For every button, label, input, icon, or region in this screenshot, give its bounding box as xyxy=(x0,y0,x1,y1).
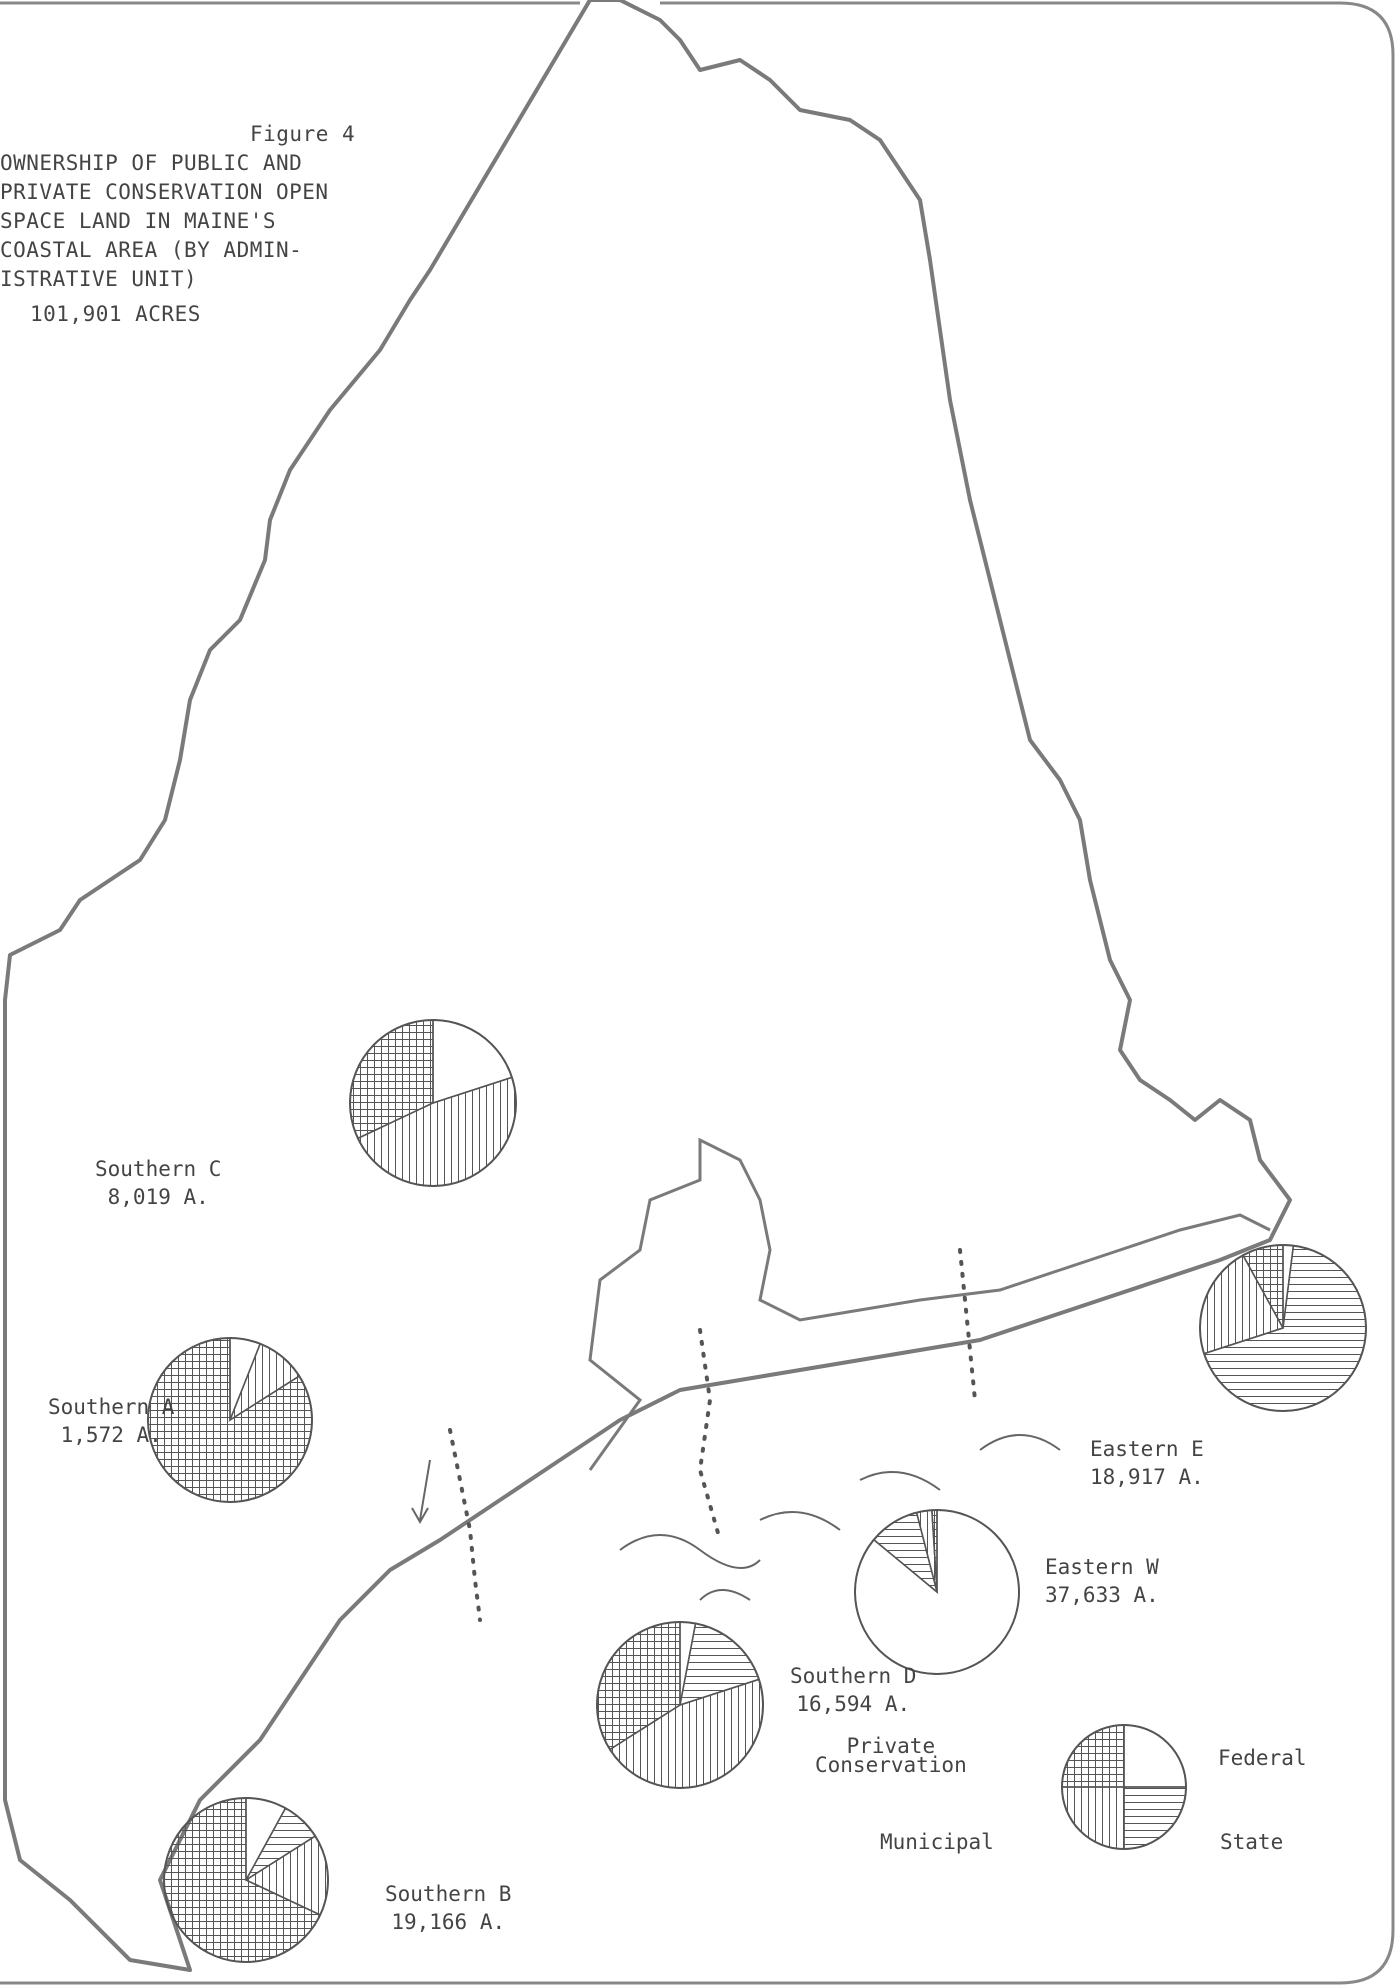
unit-acres: 1,572 A. xyxy=(60,1423,162,1447)
title-line-3: SPACE LAND IN MAINE'S xyxy=(0,209,277,233)
label-southern-c: Southern C 8,019 A. xyxy=(95,1155,221,1211)
pie-outline-southern-d xyxy=(596,1621,764,1789)
unit-acres: 19,166 A. xyxy=(391,1910,506,1934)
legend-label-federal: Federal xyxy=(1218,1746,1307,1770)
legend-label-private-conservation: Private Conservation xyxy=(815,1734,967,1777)
label-southern-b: Southern B 19,166 A. xyxy=(385,1880,511,1936)
unit-acres: 37,633 A. xyxy=(1045,1583,1159,1607)
unit-boundary-line xyxy=(588,1137,1271,1471)
unit-name: Southern A xyxy=(48,1395,175,1419)
dotted-boundary-east xyxy=(958,1248,977,1402)
unit-acres: 16,594 A. xyxy=(796,1692,911,1716)
label-eastern-w: Eastern W 37,633 A. xyxy=(1045,1553,1159,1609)
title-line-5: ISTRATIVE UNIT) xyxy=(0,267,198,291)
unit-name: Southern B xyxy=(385,1882,512,1906)
pie-outline-southern-a xyxy=(147,1337,313,1503)
unit-name: Eastern E xyxy=(1090,1437,1204,1461)
title-line-2: PRIVATE CONSERVATION OPEN xyxy=(0,180,329,204)
unit-name: Southern C xyxy=(95,1157,222,1181)
pie-outline-eastern-w xyxy=(854,1509,1020,1675)
dotted-boundary-central xyxy=(697,1328,722,1542)
unit-name: Southern D xyxy=(790,1664,917,1688)
maine-state-outline xyxy=(3,0,1292,1972)
label-southern-a: Southern A 1,572 A. xyxy=(48,1393,174,1449)
coastline-islands xyxy=(619,1434,1061,1601)
title-line-1: OWNERSHIP OF PUBLIC AND xyxy=(0,151,303,175)
figure-number: Figure 4 xyxy=(250,122,356,146)
pie-outline-eastern-e xyxy=(1199,1244,1367,1412)
figure-title-block: Figure 4 OWNERSHIP OF PUBLIC AND PRIVATE… xyxy=(0,120,420,329)
pie-outline-southern-c xyxy=(349,1019,517,1187)
pie-outline-southern-b xyxy=(163,1797,329,1963)
legend-label-state: State xyxy=(1220,1830,1284,1854)
legend-label-municipal: Municipal xyxy=(880,1830,994,1854)
label-southern-d: Southern D 16,594 A. xyxy=(790,1662,916,1718)
total-acres: 101,901 ACRES xyxy=(30,302,201,326)
title-line-4: COASTAL AREA (BY ADMIN- xyxy=(0,238,303,262)
unit-name: Eastern W xyxy=(1045,1555,1159,1579)
pie-outline-legend xyxy=(1061,1724,1187,1850)
unit-acres: 18,917 A. xyxy=(1090,1465,1204,1489)
label-eastern-e: Eastern E 18,917 A. xyxy=(1090,1435,1204,1491)
unit-acres: 8,019 A. xyxy=(107,1185,209,1209)
southern-c-pointer-arrow xyxy=(411,1459,431,1525)
